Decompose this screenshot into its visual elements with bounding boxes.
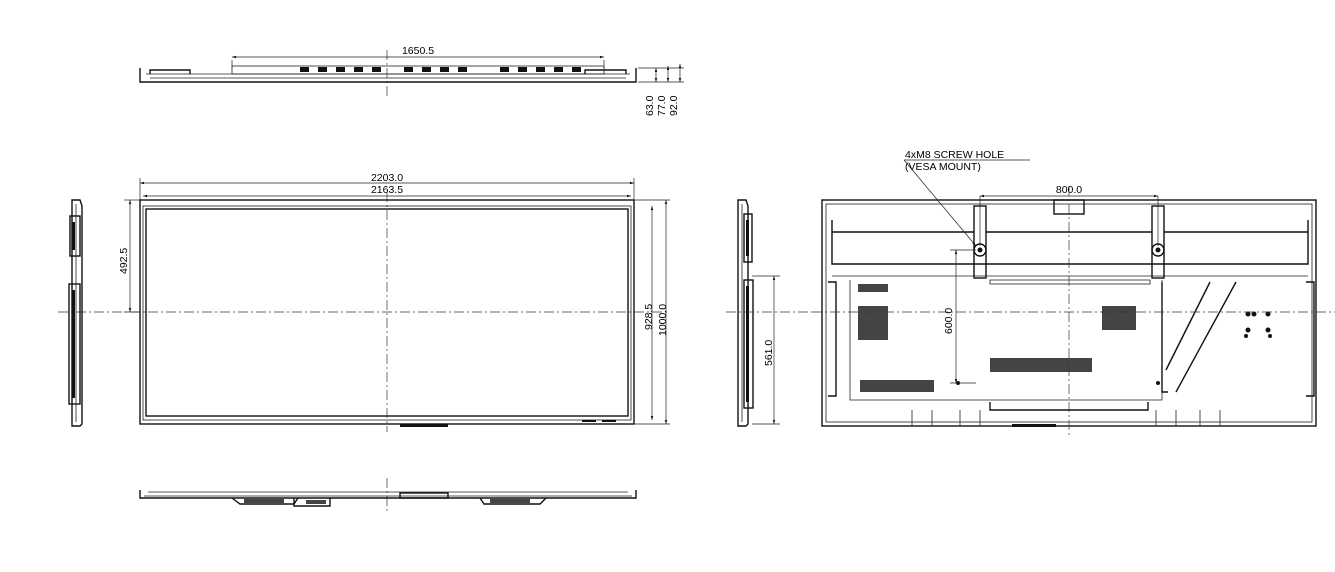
top-port-slot	[354, 67, 363, 72]
left-side-view	[68, 199, 83, 427]
bottom-view	[139, 478, 637, 514]
top-port-slot	[572, 67, 581, 72]
front-overall-width-label: 2203.0	[371, 172, 403, 184]
top-port-slot	[500, 67, 509, 72]
top-port-slot	[440, 67, 449, 72]
top-port-slot	[458, 67, 467, 72]
rear-view: 800.0 600.0 4xM8 SCREW HOLE (VESA MOUNT)	[812, 149, 1335, 436]
vesa-note-line1: 4xM8 SCREW HOLE	[905, 149, 1004, 161]
top-port-slot	[554, 67, 563, 72]
front-active-width-label: 2163.5	[371, 184, 403, 196]
top-width-label: 1650.5	[402, 45, 434, 57]
vesa-vertical-label: 600.0	[943, 308, 955, 334]
top-port-slot	[518, 67, 527, 72]
top-depth-label-2: 77.0	[656, 95, 668, 116]
top-depth-label-1: 63.0	[644, 95, 656, 116]
right-side-view: 561.0	[726, 199, 812, 427]
top-depth-label-3: 92.0	[668, 95, 680, 116]
front-half-height-label: 492.5	[118, 248, 130, 274]
top-port-slot	[300, 67, 309, 72]
front-view: 2203.0 2163.5 492.5 928.5 1000.0	[58, 172, 670, 432]
top-port-slot	[404, 67, 413, 72]
top-port-slot	[422, 67, 431, 72]
top-port-slot	[318, 67, 327, 72]
vesa-note-line2: (VESA MOUNT)	[905, 161, 981, 173]
front-overall-height-label: 1000.0	[657, 304, 669, 336]
side-mount-height-label: 561.0	[763, 340, 775, 366]
top-view: 1650.5 63.0 77.0 92.0	[139, 45, 684, 116]
top-port-slot	[372, 67, 381, 72]
top-port-slot	[336, 67, 345, 72]
vesa-horizontal-label: 800.0	[1056, 184, 1082, 196]
top-port-slot	[536, 67, 545, 72]
front-active-height-label: 928.5	[643, 304, 655, 330]
